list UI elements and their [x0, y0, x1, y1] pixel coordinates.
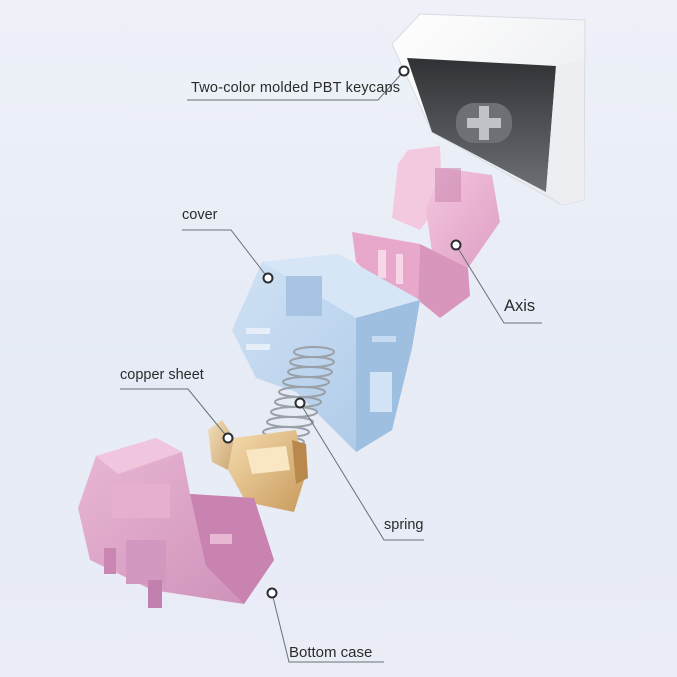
leader-axis [455, 244, 542, 324]
copper-sheet [208, 420, 308, 512]
label-bottom-case: Bottom case [289, 644, 373, 661]
bottom-case [78, 438, 274, 608]
bottom-case-pin [104, 548, 116, 574]
axis-stem [352, 146, 500, 318]
leader-spring [299, 402, 424, 541]
leader-bottom [271, 592, 384, 663]
label-axis: Axis [504, 297, 536, 315]
dot-cover [262, 272, 274, 284]
cover-housing [232, 254, 420, 452]
dot-keycap [398, 65, 410, 77]
dot-axis [450, 239, 462, 251]
label-spring: spring [384, 517, 424, 533]
dot-spring [294, 397, 306, 409]
keycap [391, 13, 586, 206]
callout-dots [222, 65, 462, 599]
label-copper-sheet: copper sheet [120, 367, 204, 383]
dot-copper [222, 432, 234, 444]
label-keycap: Two-color molded PBT keycaps [191, 80, 401, 96]
leader-copper [120, 388, 229, 439]
dot-bottom [266, 587, 278, 599]
leader-cover [182, 229, 269, 279]
leader-lines [120, 70, 542, 663]
bottom-case-pin [148, 580, 162, 608]
label-cover: cover [182, 207, 218, 223]
leader-keycap [187, 70, 405, 101]
